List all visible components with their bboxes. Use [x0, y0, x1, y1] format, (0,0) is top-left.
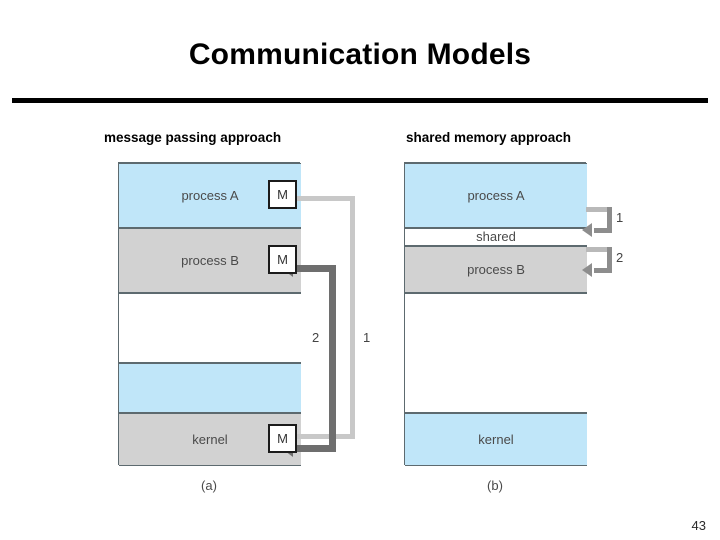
left-approach-label: message passing approach — [104, 130, 282, 145]
left-band-empty-1 — [119, 293, 301, 363]
right-band-kernel: kernel — [405, 413, 587, 466]
right-band-empty — [405, 293, 587, 413]
left-diagram: process A process B kernel 1 — [118, 162, 370, 466]
right-hook-1-number: 1 — [616, 210, 624, 225]
left-memory-column: process A process B kernel — [118, 162, 301, 466]
page-title: Communication Models — [188, 38, 532, 71]
right-hook-2-bottom — [594, 268, 612, 273]
left-message-box-process-a: M — [268, 180, 297, 209]
right-band-process-a-label: process A — [467, 187, 525, 203]
right-hook-1 — [582, 207, 612, 237]
right-hook-2 — [582, 247, 612, 277]
right-hook-1-top — [586, 207, 612, 212]
left-message-box-process-a-label: M — [277, 187, 288, 202]
right-band-shared-label: shared — [476, 229, 516, 244]
left-path-2-right — [329, 265, 336, 452]
left-band-process-a-label: process A — [181, 187, 239, 203]
right-hook-1-bottom — [594, 228, 612, 233]
left-message-box-process-b: M — [268, 245, 297, 274]
left-message-box-kernel: M — [268, 424, 297, 453]
right-hook-2-right — [607, 247, 612, 273]
left-message-box-process-b-label: M — [277, 252, 288, 267]
right-diagram: process A shared process B kernel 1 — [404, 162, 623, 466]
right-approach-label: shared memory approach — [406, 130, 572, 145]
page-number: 43 — [691, 518, 706, 533]
left-band-process-b-label: process B — [181, 252, 239, 268]
left-path-2-bottom — [292, 445, 336, 452]
right-band-process-b: process B — [405, 246, 587, 293]
left-path-1-right — [350, 196, 355, 439]
title-divider — [12, 98, 708, 103]
right-band-process-a: process A — [405, 163, 587, 228]
right-band-shared: shared — [405, 228, 587, 246]
left-message-box-kernel-label: M — [277, 431, 288, 446]
right-hook-2-number: 2 — [616, 250, 624, 265]
left-path-1-number: 1 — [363, 330, 371, 345]
left-band-kernel-label: kernel — [192, 431, 228, 447]
right-caption: (b) — [487, 478, 503, 493]
left-caption: (a) — [201, 478, 217, 493]
right-hook-1-arrowhead — [582, 223, 592, 237]
left-path-2-top — [292, 265, 336, 272]
right-memory-column: process A shared process B kernel — [404, 162, 587, 466]
right-band-process-b-label: process B — [467, 261, 525, 277]
right-hook-2-arrowhead — [582, 263, 592, 277]
right-band-kernel-label: kernel — [478, 431, 514, 447]
left-band-empty-2 — [119, 363, 301, 413]
left-path-1-bottom — [294, 434, 355, 439]
right-hook-2-top — [586, 247, 612, 252]
left-path-1-top — [281, 196, 355, 201]
right-hook-1-right — [607, 207, 612, 233]
left-path-2-number: 2 — [312, 330, 320, 345]
